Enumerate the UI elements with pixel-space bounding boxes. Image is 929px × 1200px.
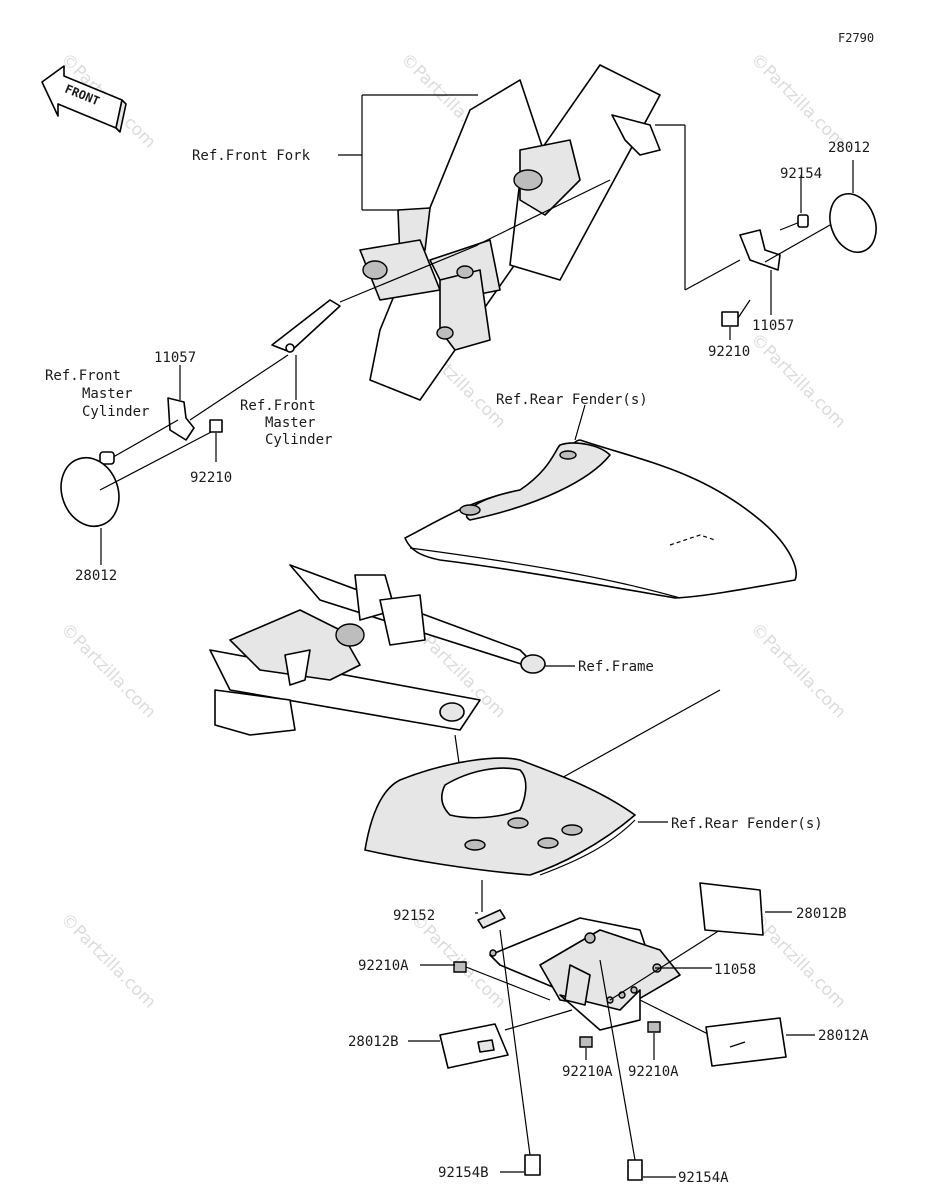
ref-master-cylinder-right-2: Master (265, 415, 316, 431)
part-28012B-left: 28012B (348, 1034, 399, 1050)
diagram-code: F2790 (838, 31, 874, 45)
part-28012B-right: 28012B (796, 906, 847, 922)
part-92210-right: 92210 (708, 344, 750, 360)
ref-master-cylinder-left-2: Master (82, 386, 133, 402)
ref-master-cylinder-left-3: Cylinder (82, 404, 149, 420)
part-92210A-mid: 92210A (562, 1064, 613, 1080)
svg-text:©Partzilla.com: ©Partzilla.com (56, 909, 159, 1012)
left-reflector-group: 11057 Ref.Front Master Cylinder Ref.Fron… (45, 244, 479, 584)
ref-frame-label: Ref.Frame (578, 659, 654, 675)
rear-fender-upper-drawing: Ref.Rear Fender(s) (404, 392, 797, 599)
part-11057-left: 11057 (154, 350, 196, 366)
part-92152: 92152 (393, 908, 435, 924)
part-92210-left: 92210 (190, 470, 232, 486)
part-92154-right: 92154 (780, 166, 822, 182)
front-fork-ref-bracket: Ref.Front Fork (192, 94, 478, 211)
part-28012A: 28012A (818, 1028, 869, 1044)
part-11058: 11058 (714, 962, 756, 978)
part-92154A: 92154A (678, 1170, 729, 1186)
svg-text:©Partzilla.com: ©Partzilla.com (746, 329, 849, 432)
leader-fender-link (539, 689, 721, 791)
part-92210A-right: 92210A (628, 1064, 679, 1080)
part-28012-left: 28012 (75, 568, 117, 584)
part-92210A-left: 92210A (358, 958, 409, 974)
part-11057-right: 11057 (752, 318, 794, 334)
right-reflector-group: 28012 92154 11057 92210 (655, 124, 877, 360)
ref-master-cylinder-left-1: Ref.Front (45, 368, 121, 384)
ref-front-fork-label: Ref.Front Fork (192, 148, 311, 164)
part-28012-right: 28012 (828, 140, 870, 156)
rear-bracket-group: 92152 92210A 28012B 11058 28012B 28012A … (348, 880, 869, 1186)
ref-master-cylinder-right-3: Cylinder (265, 432, 332, 448)
svg-text:©Partzilla.com: ©Partzilla.com (56, 619, 159, 722)
ref-rear-fender-bottom: Ref.Rear Fender(s) (671, 816, 823, 832)
ref-master-cylinder-right-1: Ref.Front (240, 398, 316, 414)
front-fork-drawing (359, 64, 661, 401)
rear-fender-lower-drawing: Ref.Rear Fender(s) (364, 757, 823, 876)
svg-text:©Partzilla.com: ©Partzilla.com (746, 619, 849, 722)
svg-text:©Partzilla.com: ©Partzilla.com (746, 49, 849, 152)
frame-drawing: Ref.Frame (209, 564, 654, 736)
svg-text:©Partzilla.com: ©Partzilla.com (406, 909, 509, 1012)
part-92154B: 92154B (438, 1165, 489, 1181)
ref-rear-fender-top: Ref.Rear Fender(s) (496, 392, 648, 408)
